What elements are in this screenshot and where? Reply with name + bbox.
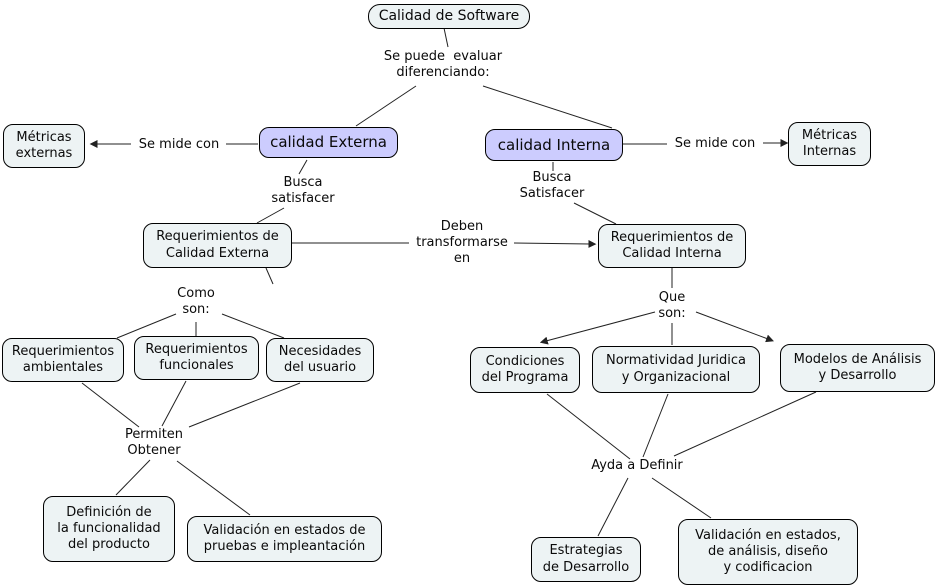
connector-line [513,239,597,248]
node-modelos-analisis-desarrollo[interactable]: Modelos de Análisis y Desarrollo [780,344,935,392]
connector-line [651,477,712,519]
connector-line [546,393,631,460]
node-requerimientos-funcionales[interactable]: Requerimientos funcionales [134,336,259,380]
connector-line [256,207,285,224]
node-requerimientos-ambientales[interactable]: Requerimientos ambientales [2,338,124,382]
connector-line [597,477,629,537]
link-busca-satisfacer-left[interactable]: Busca satisfacer [271,175,335,206]
node-calidad-interna[interactable]: calidad Interna [485,129,623,161]
node-estrategias-desarrollo[interactable]: Estrategias de Desarrollo [531,537,641,582]
node-calidad-externa[interactable]: calidad Externa [259,127,398,158]
connector-line [81,382,140,428]
connector-line [443,27,449,48]
link-se-mide-con-left[interactable]: Se mide con [138,137,220,152]
link-ayda-a-definir[interactable]: Ayda a Definir [591,458,683,473]
connector-line [221,313,285,339]
node-calidad-de-software[interactable]: Calidad de Software [368,4,530,29]
connector-line [188,382,301,428]
connector-line [115,459,151,496]
node-validacion-pruebas-impleantacion[interactable]: Validación en estados de pruebas e imple… [187,516,382,562]
link-como-son[interactable]: Como son: [177,286,215,317]
connector-line [176,460,251,516]
node-requerimientos-calidad-externa[interactable]: Requerimientos de Calidad Externa [143,223,292,268]
connector-line [539,311,656,345]
link-que-son[interactable]: Que son: [658,290,686,321]
connector-line [642,393,669,458]
link-deben-transformarse[interactable]: Deben transformarse en [416,219,508,266]
link-se-puede-evaluar[interactable]: Se puede evaluar diferenciando: [383,49,503,80]
node-requerimientos-calidad-interna[interactable]: Requerimientos de Calidad Interna [598,224,746,268]
link-permiten-obtener[interactable]: Permiten Obtener [124,427,184,458]
node-condiciones-del-programa[interactable]: Condiciones del Programa [470,347,580,393]
connector-line [298,159,308,175]
node-normatividad-juridica[interactable]: Normatividad Juridica y Organizacional [592,346,760,393]
node-metricas-externas[interactable]: Métricas externas [3,124,85,168]
node-necesidades-del-usuario[interactable]: Necesidades del usuario [266,338,374,382]
connector-line [673,391,817,457]
connector-line [265,267,274,285]
connector-line [161,380,187,427]
connector-line [355,85,417,127]
connector-line [573,202,617,225]
connector-line [482,85,613,129]
link-se-mide-con-right[interactable]: Se mide con [674,136,756,151]
node-definicion-funcionalidad-producto[interactable]: Definición de la funcionalidad del produ… [43,496,175,562]
connector-line [116,313,177,339]
connector-line [695,311,774,343]
link-busca-satisfacer-right[interactable]: Busca Satisfacer [519,170,585,201]
node-validacion-analisis-diseno[interactable]: Validación en estados, de análisis, dise… [678,519,858,585]
node-metricas-internas[interactable]: Métricas Internas [788,122,871,166]
